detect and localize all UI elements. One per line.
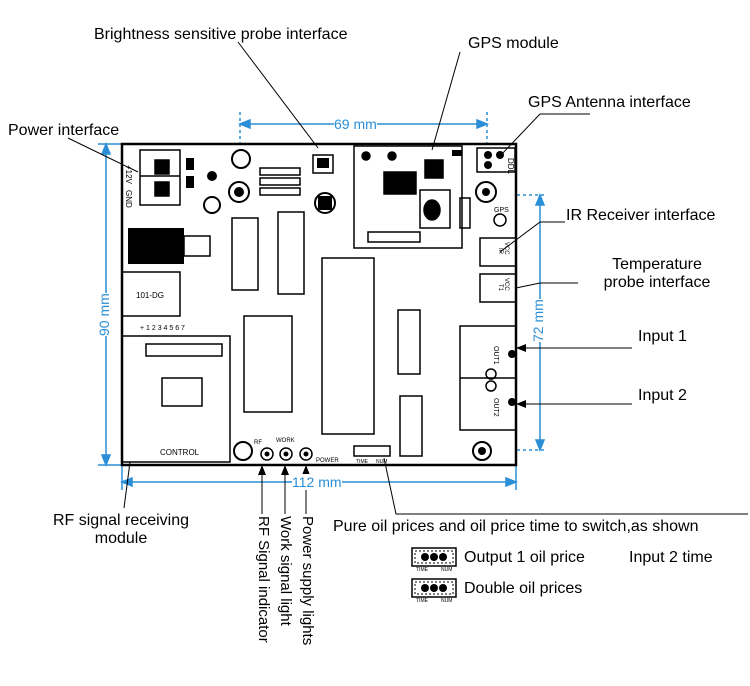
legend-jumper-output1: [411, 547, 457, 567]
silk-out1: OUT1: [492, 346, 499, 365]
silk-gnd: GND: [124, 190, 133, 208]
gps-module-outline: [353, 145, 463, 249]
ic-chips: [231, 211, 423, 457]
label-input1: Input 1: [638, 328, 687, 345]
silk-vcc-ir: VCC: [503, 242, 509, 255]
arrow-heads: [258, 344, 526, 475]
label-temperature-probe: Temperature probe interface: [603, 256, 711, 291]
dim-height-right: 72 mm: [530, 299, 546, 342]
dim-height-left: 90 mm: [96, 293, 112, 336]
silk-header-nums: + 1 2 3 4 5 6 7: [140, 325, 185, 332]
silk-t1: T1: [497, 284, 503, 292]
legend1-num: NUM: [441, 567, 452, 573]
leader-lines: [67, 41, 748, 515]
label-input2-time: Input 2 time: [629, 549, 713, 566]
silk-rf: RF: [254, 440, 262, 446]
silk-power: +12V: [124, 165, 133, 185]
legend-jumper-double: [411, 578, 457, 598]
crystals: [259, 167, 301, 196]
label-oil-price-note: Pure oil prices and oil price time to sw…: [333, 518, 699, 535]
brightness-probe-hole: [231, 149, 251, 169]
label-brightness-probe: Brightness sensitive probe interface: [94, 26, 348, 43]
label-double-oil: Double oil prices: [464, 580, 583, 597]
silk-gps: GPS: [494, 207, 509, 214]
label-ir-receiver: IR Receiver interface: [566, 207, 716, 224]
label-gps-module: GPS module: [468, 35, 559, 52]
legend1-time: TIME: [416, 567, 429, 573]
rf-module-outline: [121, 335, 231, 463]
time-num-jumper: [353, 445, 391, 457]
label-work-light: Work signal light: [277, 516, 294, 626]
gps-antenna-connector: [476, 147, 516, 173]
label-power-lights: Power supply lights: [299, 516, 316, 646]
label-output1-oil: Output 1 oil price: [464, 549, 585, 566]
dim-width-top: 69 mm: [334, 116, 377, 132]
legend2-time: TIME: [416, 598, 429, 604]
label-gps-antenna: GPS Antenna interface: [528, 94, 691, 111]
silk-power-led: POWER: [316, 458, 339, 464]
silk-time: TIME: [356, 459, 369, 465]
dim-width-bottom: 112 mm: [292, 474, 342, 490]
power-connector: [139, 149, 181, 206]
silk-ddl: DDL: [506, 158, 515, 175]
label-input2: Input 2: [638, 387, 687, 404]
status-leds: [260, 447, 313, 461]
silk-coil: 101-DG: [136, 291, 164, 300]
ir-receiver-connector: [479, 237, 517, 267]
silk-control: CONTROL: [160, 448, 200, 457]
pcb-board-outline: [120, 142, 518, 467]
legend2-num: NUM: [441, 598, 452, 604]
silk-ir: IR: [497, 248, 503, 255]
silk-out2: OUT2: [492, 398, 499, 417]
label-rf-module: RF signal receiving module: [52, 512, 190, 547]
silk-num: NUM: [376, 459, 387, 465]
label-power-interface: Power interface: [8, 122, 120, 139]
silk-vcc-t: VCC: [503, 278, 509, 291]
label-rf-indicator: RF Signal indicator: [255, 516, 272, 643]
silk-work: WORK: [276, 438, 295, 444]
